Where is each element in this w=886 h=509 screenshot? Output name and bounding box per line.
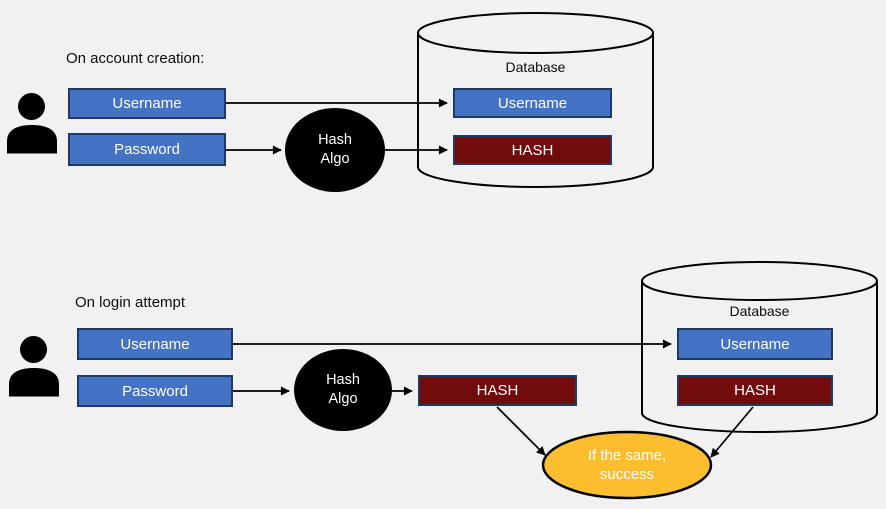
username-box-label: Username	[120, 335, 190, 353]
database-title: Database	[729, 303, 790, 319]
db-hash-box: HASH	[453, 135, 612, 165]
hash-algo-line1: Hash	[326, 372, 360, 389]
hash-algo-line2: Algo	[320, 151, 350, 167]
database-title: Database	[505, 59, 566, 75]
db-username-box: Username	[677, 328, 833, 360]
database-cylinder	[417, 12, 654, 188]
arrow-hash-to-success	[496, 406, 546, 456]
section-label-login-attempt: On login attempt	[75, 294, 186, 311]
username-box: Username	[68, 88, 226, 119]
section-label-account-creation: On account creation:	[66, 50, 205, 67]
hash-algo-label: Hash Algo	[285, 116, 385, 184]
hash-result-box: HASH	[418, 375, 577, 406]
db-username-box-label: Username	[720, 335, 790, 353]
arrow-dbhash-to-success	[710, 406, 754, 458]
username-box: Username	[77, 328, 233, 360]
username-box-label: Username	[112, 95, 182, 112]
hash-algo-line1: Hash	[318, 132, 352, 149]
password-box-label: Password	[122, 382, 188, 400]
db-hash-box: HASH	[677, 375, 833, 406]
hash-algo-ellipse	[285, 108, 385, 192]
success-ellipse	[541, 430, 713, 500]
hash-algo-line2: Algo	[328, 391, 358, 407]
password-box: Password	[77, 375, 233, 407]
hash-result-box-label: HASH	[476, 382, 519, 399]
hash-algo-ellipse	[294, 349, 392, 431]
success-label: If the same, success	[545, 433, 709, 497]
hash-algo-label: Hash Algo	[294, 356, 392, 424]
db-hash-box-label: HASH	[511, 141, 554, 159]
success-line2: success	[599, 466, 655, 483]
db-username-box: Username	[453, 88, 612, 118]
db-hash-box-label: HASH	[734, 382, 776, 399]
user-icon	[7, 93, 57, 154]
db-username-box-label: Username	[497, 94, 568, 112]
user-icon	[9, 336, 59, 397]
password-box: Password	[68, 133, 226, 166]
password-box-label: Password	[114, 141, 180, 158]
success-line1: If the same,	[587, 446, 667, 464]
database-cylinder	[641, 261, 878, 433]
